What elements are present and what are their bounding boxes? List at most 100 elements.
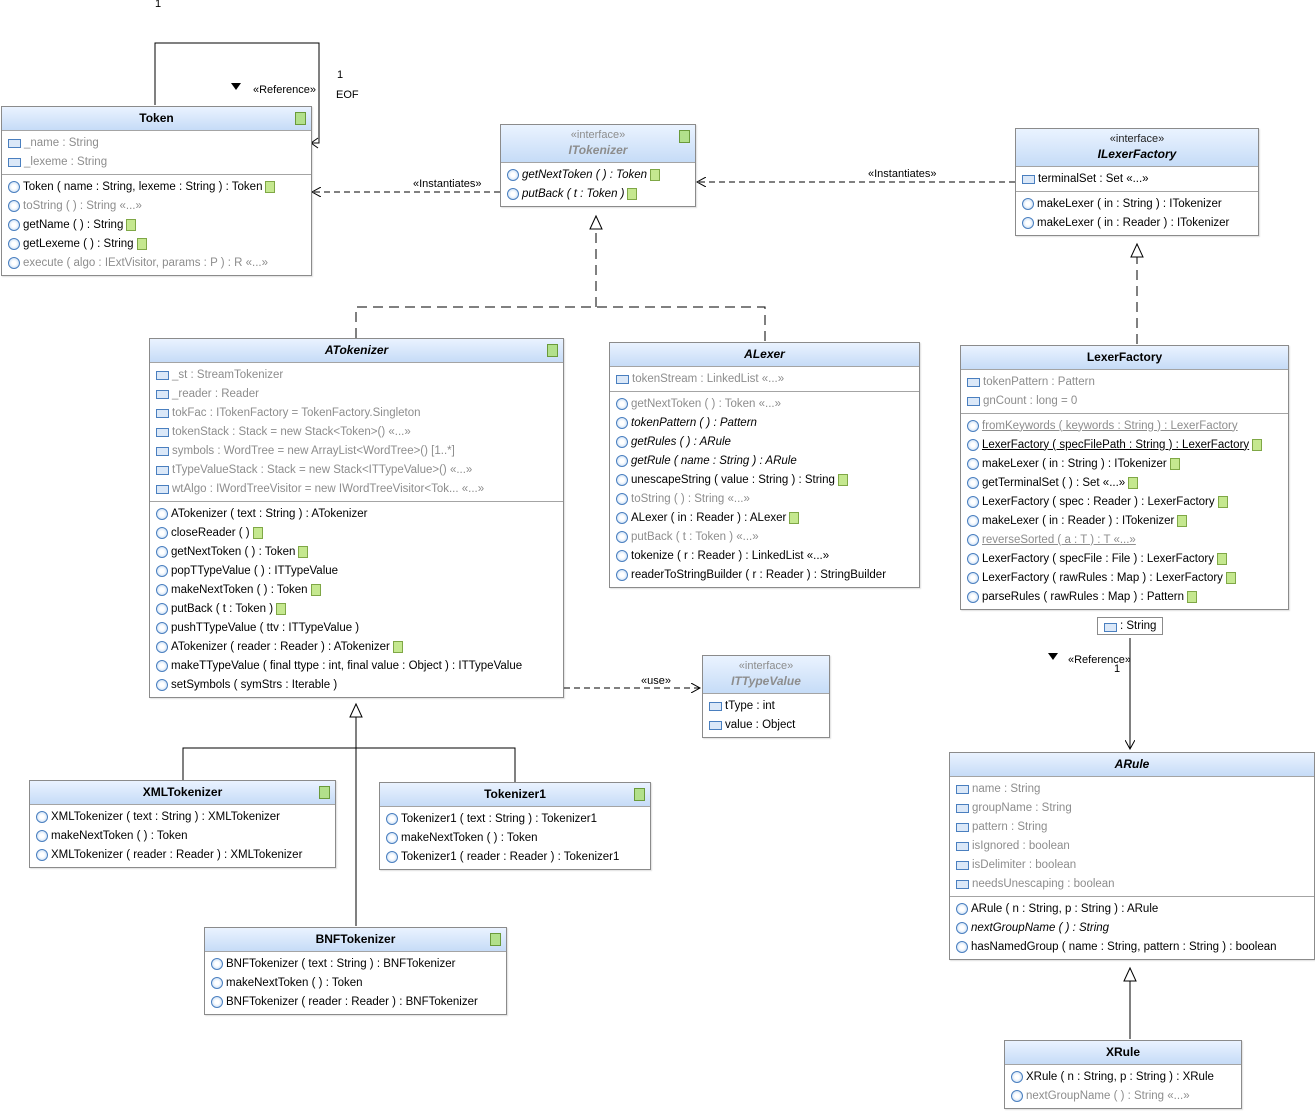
operation-row[interactable]: XMLTokenizer ( text : String ) : XMLToke… <box>30 807 335 826</box>
attribute-row[interactable]: value : Object <box>703 715 829 734</box>
class-lexerfactory[interactable]: LexerFactory tokenPattern : Pattern gnCo… <box>960 345 1289 610</box>
operation-row[interactable]: LexerFactory ( specFile : File ) : Lexer… <box>961 549 1288 568</box>
operation-row[interactable]: ATokenizer ( text : String ) : ATokenize… <box>150 504 563 523</box>
operation-row[interactable]: LexerFactory ( specFilePath : String ) :… <box>961 435 1288 454</box>
operation-row[interactable]: getName ( ) : String <box>2 215 311 234</box>
attribute-row[interactable]: tokenStack : Stack = new Stack<Token>() … <box>150 422 563 441</box>
operation-row[interactable]: nextGroupName ( ) : String <box>950 918 1314 937</box>
operation-row[interactable]: LexerFactory ( rawRules : Map ) : LexerF… <box>961 568 1288 587</box>
operation-row[interactable]: putBack ( t : Token ) «...» <box>610 527 919 546</box>
interface-ilexerfactory[interactable]: «interface»ILexerFactory terminalSet : S… <box>1015 128 1259 236</box>
attribute-row[interactable]: gnCount : long = 0 <box>961 391 1288 410</box>
operation-row[interactable]: BNFTokenizer ( reader : Reader ) : BNFTo… <box>205 992 506 1011</box>
operation-row[interactable]: getNextToken ( ) : Token <box>501 165 695 184</box>
class-name: ILexerFactory <box>1097 147 1177 161</box>
attribute-row[interactable]: pattern : String <box>950 817 1314 836</box>
operation-row[interactable]: makeNextToken ( ) : Token <box>205 973 506 992</box>
operation-row[interactable]: ALexer ( in : Reader ) : ALexer <box>610 508 919 527</box>
field-icon <box>956 880 969 889</box>
interface-ittypevalue[interactable]: «interface»ITTypeValue tType : int value… <box>702 655 830 738</box>
operation-row[interactable]: putBack ( t : Token ) <box>150 599 563 618</box>
operation-row[interactable]: XRule ( n : String, p : String ) : XRule <box>1005 1067 1241 1086</box>
method-icon <box>616 492 628 505</box>
class-xrule[interactable]: XRule XRule ( n : String, p : String ) :… <box>1004 1040 1242 1109</box>
method-icon <box>967 419 979 432</box>
attribute-row[interactable]: isDelimiter : boolean <box>950 855 1314 874</box>
operation-row[interactable]: Tokenizer1 ( text : String ) : Tokenizer… <box>380 809 650 828</box>
operation-row[interactable]: getTerminalSet ( ) : Set «...» <box>961 473 1288 492</box>
attribute-row[interactable]: wtAlgo : IWordTreeVisitor = new IWordTre… <box>150 479 563 498</box>
operation-row[interactable]: makeLexer ( in : Reader ) : ITokenizer <box>1016 213 1258 232</box>
method-icon <box>386 812 398 825</box>
operation-row[interactable]: ARule ( n : String, p : String ) : ARule <box>950 899 1314 918</box>
operation-row[interactable]: Tokenizer1 ( reader : Reader ) : Tokeniz… <box>380 847 650 866</box>
operation-row[interactable]: BNFTokenizer ( text : String ) : BNFToke… <box>205 954 506 973</box>
attribute-row[interactable]: needsUnescaping : boolean <box>950 874 1314 893</box>
operation-row[interactable]: makeNextToken ( ) : Token <box>30 826 335 845</box>
operation-row[interactable]: makeTTypeValue ( final ttype : int, fina… <box>150 656 563 675</box>
attribute-row[interactable]: _lexeme : String <box>2 152 311 171</box>
class-arule[interactable]: ARule name : String groupName : String p… <box>949 752 1315 960</box>
operation-row[interactable]: closeReader ( ) <box>150 523 563 542</box>
operation-row[interactable]: putBack ( t : Token ) <box>501 184 695 203</box>
field-icon <box>156 371 169 380</box>
operation-row[interactable]: makeLexer ( in : Reader ) : ITokenizer <box>961 511 1288 530</box>
operation-row[interactable]: makeLexer ( in : String ) : ITokenizer <box>1016 194 1258 213</box>
operation-row[interactable]: execute ( algo : IExtVisitor, params : P… <box>2 253 311 272</box>
operation-row[interactable]: getNextToken ( ) : Token <box>150 542 563 561</box>
class-xmltokenizer[interactable]: XMLTokenizer XMLTokenizer ( text : Strin… <box>29 780 336 868</box>
operation-row[interactable]: ATokenizer ( reader : Reader ) : ATokeni… <box>150 637 563 656</box>
operation-row[interactable]: Token ( name : String, lexeme : String )… <box>2 177 311 196</box>
attribute-row[interactable]: tokenStream : LinkedList «...» <box>610 369 919 388</box>
method-icon <box>967 590 979 603</box>
attribute-row[interactable]: _name : String <box>2 133 311 152</box>
attribute-row[interactable]: symbols : WordTree = new ArrayList<WordT… <box>150 441 563 460</box>
operation-row[interactable]: toString ( ) : String «...» <box>610 489 919 508</box>
attribute-row[interactable]: tokFac : ITokenFactory = TokenFactory.Si… <box>150 403 563 422</box>
attribute-row[interactable]: _reader : Reader <box>150 384 563 403</box>
class-bnftokenizer[interactable]: BNFTokenizer BNFTokenizer ( text : Strin… <box>204 927 507 1015</box>
attribute-row[interactable]: _st : StreamTokenizer <box>150 365 563 384</box>
attribute-row[interactable]: groupName : String <box>950 798 1314 817</box>
operation-row[interactable]: fromKeywords ( keywords : String ) : Lex… <box>961 416 1288 435</box>
interface-itokenizer[interactable]: «interface»ITokenizer getNextToken ( ) :… <box>500 124 696 207</box>
operation-row[interactable]: tokenize ( r : Reader ) : LinkedList «..… <box>610 546 919 565</box>
operation-row[interactable]: XMLTokenizer ( reader : Reader ) : XMLTo… <box>30 845 335 864</box>
class-tokenizer1[interactable]: Tokenizer1 Tokenizer1 ( text : String ) … <box>379 782 651 870</box>
operation-row[interactable]: getNextToken ( ) : Token «...» <box>610 394 919 413</box>
operation-row[interactable]: popTTypeValue ( ) : ITTypeValue <box>150 561 563 580</box>
method-icon <box>967 476 979 489</box>
class-atokenizer[interactable]: ATokenizer _st : StreamTokenizer _reader… <box>149 338 564 698</box>
class-name: XMLTokenizer <box>142 785 223 799</box>
operation-row[interactable]: readerToStringBuilder ( r : Reader ) : S… <box>610 565 919 584</box>
operation-row[interactable]: makeNextToken ( ) : Token <box>150 580 563 599</box>
operation-row[interactable]: nextGroupName ( ) : String «...» <box>1005 1086 1241 1105</box>
method-icon <box>956 902 968 915</box>
operation-row[interactable]: getLexeme ( ) : String <box>2 234 311 253</box>
class-name: ITokenizer <box>568 143 628 157</box>
operation-row[interactable]: unescapeString ( value : String ) : Stri… <box>610 470 919 489</box>
operation-row[interactable]: makeLexer ( in : String ) : ITokenizer <box>961 454 1288 473</box>
operation-row[interactable]: reverseSorted ( a : T ) : T «...» <box>961 530 1288 549</box>
operation-row[interactable]: tokenPattern ( ) : Pattern <box>610 413 919 432</box>
operation-row[interactable]: parseRules ( rawRules : Map ) : Pattern <box>961 587 1288 606</box>
lexerfactory-attached-attribute[interactable]: : String <box>1097 617 1164 635</box>
operation-row[interactable]: setSymbols ( symStrs : Iterable ) <box>150 675 563 694</box>
attribute-row[interactable]: isIgnored : boolean <box>950 836 1314 855</box>
attribute-row[interactable]: tokenPattern : Pattern <box>961 372 1288 391</box>
attribute-row[interactable]: tTypeValueStack : Stack = new Stack<ITTy… <box>150 460 563 479</box>
operation-row[interactable]: hasNamedGroup ( name : String, pattern :… <box>950 937 1314 956</box>
attribute-row[interactable]: terminalSet : Set «...» <box>1016 169 1258 188</box>
attribute-row[interactable]: name : String <box>950 779 1314 798</box>
class-token[interactable]: Token _name : String _lexeme : String To… <box>1 106 312 276</box>
operation-row[interactable]: LexerFactory ( spec : Reader ) : LexerFa… <box>961 492 1288 511</box>
attribute-row[interactable]: tType : int <box>703 696 829 715</box>
operation-row[interactable]: getRule ( name : String ) : ARule <box>610 451 919 470</box>
operation-row[interactable]: getRules ( ) : ARule <box>610 432 919 451</box>
operation-row[interactable]: makeNextToken ( ) : Token <box>380 828 650 847</box>
note-icon <box>298 545 309 558</box>
operation-row[interactable]: pushTTypeValue ( ttv : ITTypeValue ) <box>150 618 563 637</box>
itokenizer-realization-head <box>589 214 603 230</box>
class-alexer[interactable]: ALexer tokenStream : LinkedList «...» ge… <box>609 342 920 588</box>
operation-row[interactable]: toString ( ) : String «...» <box>2 196 311 215</box>
